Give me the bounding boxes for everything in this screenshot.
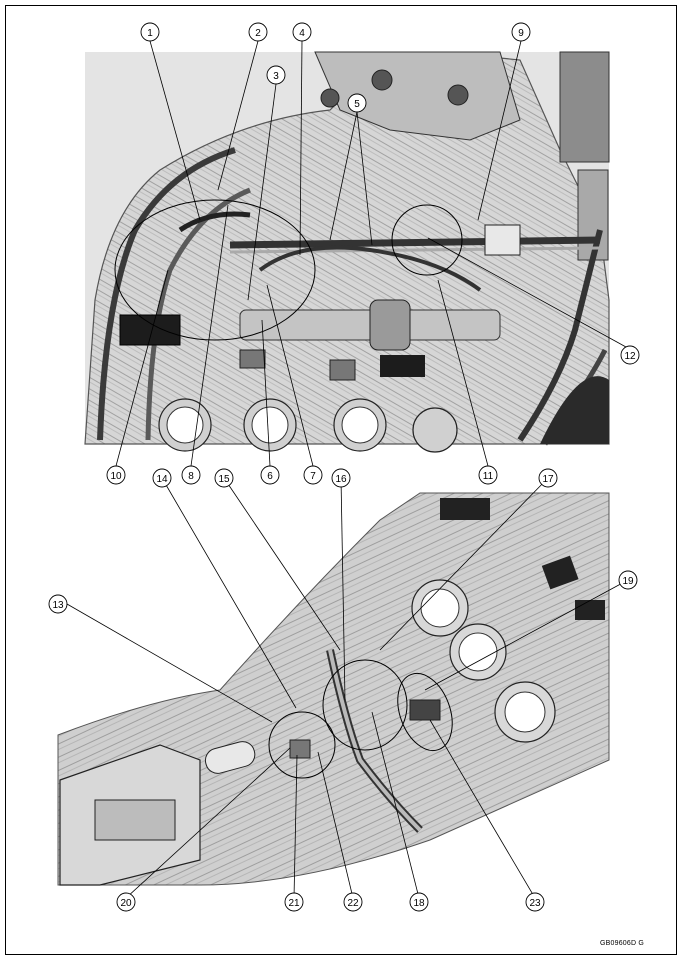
svg-text:21: 21 [288,898,300,909]
top-leader-lines [115,40,627,467]
callout-5: 5 [347,93,367,113]
top-illustration [84,51,610,453]
callout-15: 15 [214,468,234,488]
callout-20: 20 [116,892,136,912]
bottom-illustration [57,492,610,886]
svg-text:4: 4 [299,28,305,39]
svg-text:17: 17 [542,474,554,485]
svg-text:8: 8 [188,471,194,482]
callout-13: 13 [48,594,68,614]
svg-text:11: 11 [483,471,494,482]
callout-17: 17 [538,468,558,488]
callout-18: 18 [409,892,429,912]
svg-text:23: 23 [529,898,541,909]
callout-12: 12 [620,345,640,365]
svg-text:13: 13 [52,600,64,611]
callout-2: 2 [248,22,268,42]
svg-text:9: 9 [518,28,524,39]
svg-text:1: 1 [147,28,153,39]
document-code: GB09606D G [600,940,645,947]
callout-22: 22 [343,892,363,912]
svg-text:3: 3 [273,71,279,82]
svg-text:19: 19 [622,576,634,587]
callout-7: 7 [303,465,323,485]
svg-text:20: 20 [120,898,132,909]
callout-23: 23 [525,892,545,912]
callout-6: 6 [260,465,280,485]
callouts-bottom: 13 14 15 16 17 19 20 21 22 18 23 [48,468,638,912]
svg-text:5: 5 [354,99,360,110]
callout-3: 3 [266,65,286,85]
callout-10: 10 [106,465,126,485]
callout-9: 9 [511,22,531,42]
page-frame [5,5,677,955]
svg-text:7: 7 [310,471,316,482]
callout-14: 14 [152,468,172,488]
callout-8: 8 [181,465,201,485]
svg-text:2: 2 [255,28,261,39]
svg-text:15: 15 [218,474,230,485]
svg-text:6: 6 [267,471,273,482]
callout-1: 1 [140,22,160,42]
callout-21: 21 [284,892,304,912]
callout-16: 16 [331,468,351,488]
svg-text:16: 16 [335,474,347,485]
callout-11: 11 [478,465,498,485]
svg-text:18: 18 [413,898,425,909]
bottom-leader-lines [66,477,629,899]
svg-text:22: 22 [347,898,359,909]
svg-text:10: 10 [110,471,122,482]
callouts-top: 1 2 3 4 5 9 10 8 6 7 11 12 [106,22,640,485]
svg-text:12: 12 [624,351,636,362]
callout-19: 19 [618,570,638,590]
svg-text:14: 14 [156,474,168,485]
callout-4: 4 [292,22,312,42]
